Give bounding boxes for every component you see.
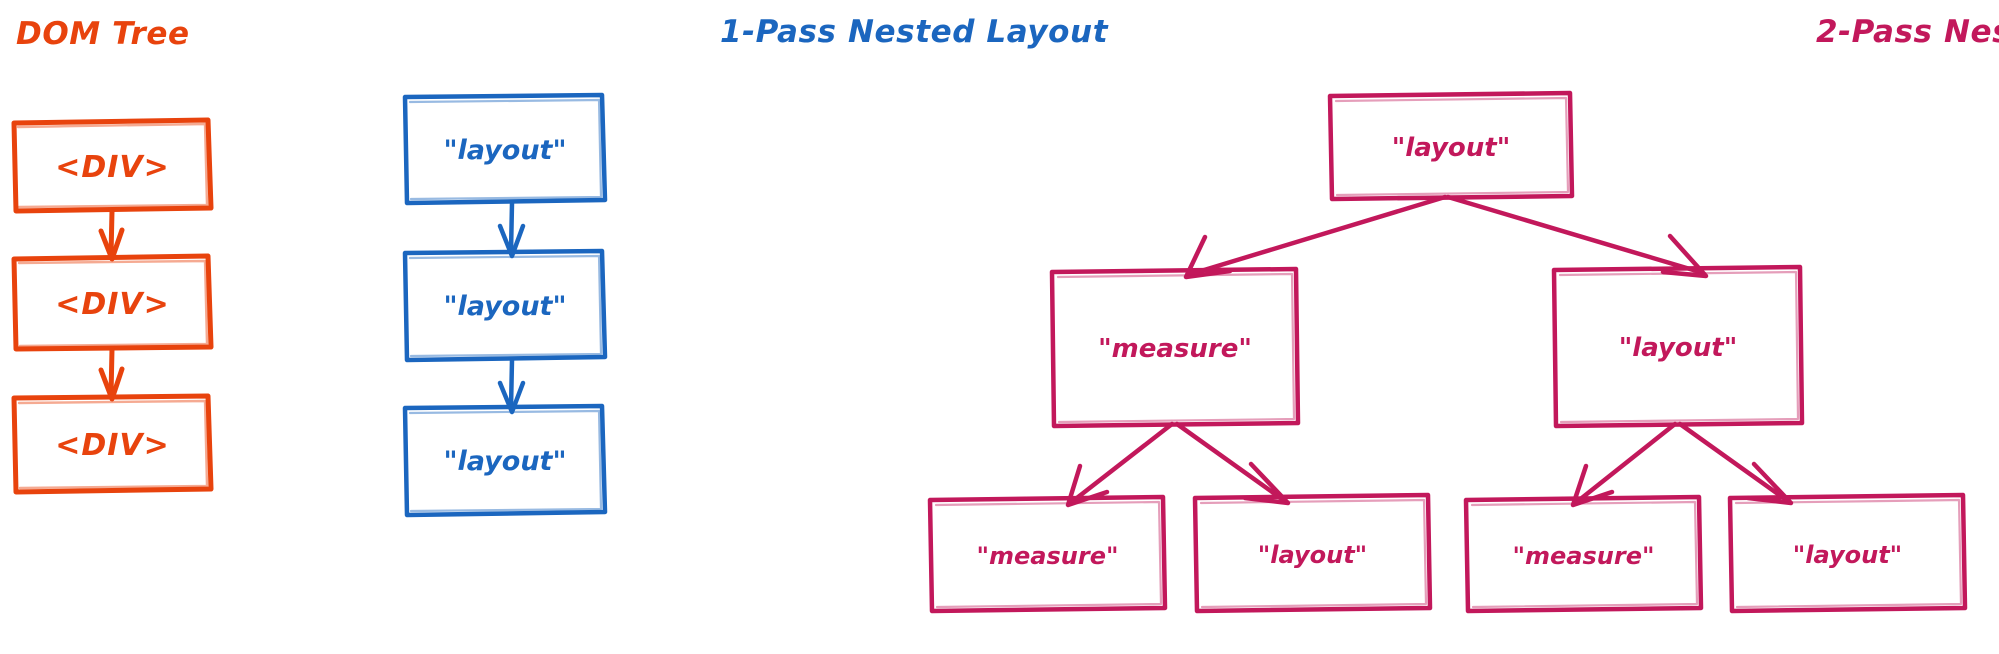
- dom-edge-arrow-1: [98, 208, 125, 262]
- two-pass-edge-measure-to-layout: [1174, 421, 1291, 506]
- two-pass-node-box-l2d: [1727, 492, 1968, 614]
- two-pass-edge-root-to-layout: [1445, 194, 1709, 279]
- panel-title-dom-tree: DOM Tree: [16, 16, 190, 52]
- panel-dom-tree: DOM Tree: [0, 0, 380, 654]
- one-pass-graphics: [402, 92, 608, 518]
- two-pass-graphics: [927, 90, 1968, 614]
- two-pass-node-box-root: [1327, 90, 1575, 202]
- dom-tree-graphics: [11, 117, 214, 495]
- two-pass-node-box-l1b: [1551, 264, 1805, 429]
- panel-title-one-pass: 1-Pass Nested Layout: [720, 14, 1109, 50]
- two-pass-node-box-l1a: [1049, 266, 1301, 429]
- two-pass-edge-layout-to-measure: [1570, 421, 1678, 508]
- panel-title-two-pass: 2-Pass Nested Layout: [1816, 14, 1999, 50]
- two-pass-edge-layout-to-layout: [1677, 421, 1794, 506]
- dom-edge-arrow-2: [98, 346, 125, 402]
- one-pass-node-box-1: [402, 92, 608, 206]
- one-pass-edge-arrow-2: [497, 357, 526, 415]
- dom-node-box-1: [11, 117, 214, 214]
- one-pass-node-box-3: [402, 403, 608, 518]
- two-pass-node-box-l2c: [1463, 494, 1704, 614]
- two-pass-edge-measure-to-measure: [1065, 421, 1175, 508]
- two-pass-edge-root-to-measure: [1183, 194, 1448, 280]
- panel-one-pass-nested-layout: 1-Pass Nested Layout: [380, 0, 1108, 654]
- two-pass-node-box-l2b: [1192, 492, 1433, 614]
- one-pass-node-box-2: [402, 248, 608, 363]
- two-pass-node-box-l2a: [927, 494, 1168, 614]
- panel-two-pass-nested-layout: 2-Pass Nested Layout: [900, 0, 1999, 654]
- dom-node-box-2: [11, 253, 214, 352]
- one-pass-edge-arrow-1: [497, 200, 526, 259]
- dom-node-box-3: [11, 393, 214, 495]
